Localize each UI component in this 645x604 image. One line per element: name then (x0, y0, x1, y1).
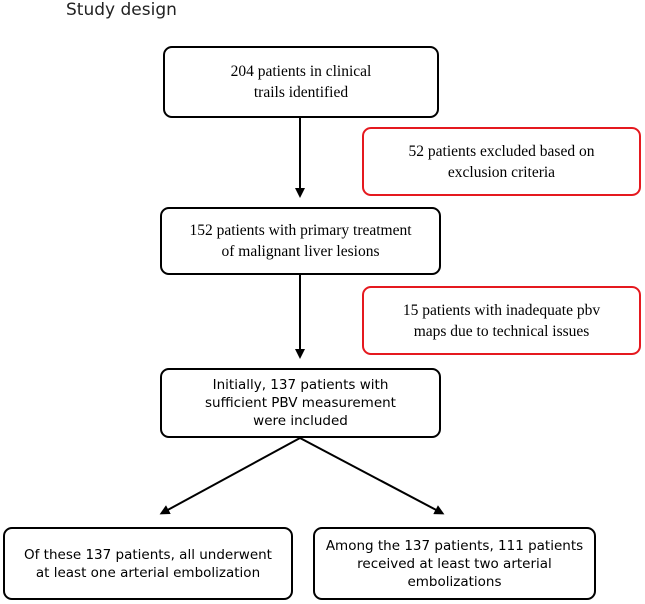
box-two-embolizations: Among the 137 patients, 111 patients rec… (313, 527, 596, 600)
box-primary-treatment: 152 patients with primary treatment of m… (160, 207, 441, 275)
box-patients-excluded: 52 patients excluded based on exclusion … (362, 127, 641, 196)
box-one-embolization: Of these 137 patients, all underwent at … (3, 527, 293, 600)
arrow-included-to-one-embolization (159, 437, 301, 515)
arrow-included-to-two-embolizations (299, 437, 445, 515)
box-patients-included: Initially, 137 patients with sufficient … (160, 368, 441, 438)
diagram-title: Study design (66, 0, 177, 20)
box-inadequate-maps: 15 patients with inadequate pbv maps due… (362, 286, 641, 355)
box-patients-identified: 204 patients in clinical trails identifi… (163, 46, 439, 118)
